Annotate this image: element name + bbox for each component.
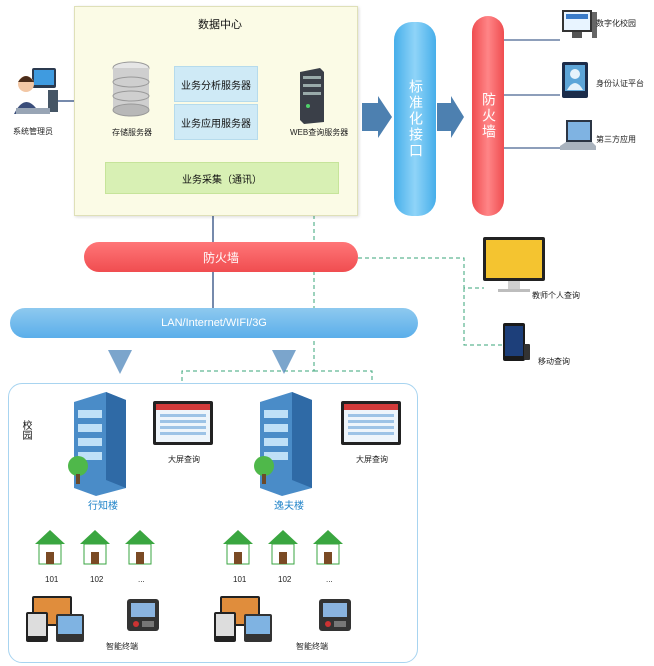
building-name: 逸夫楼 [274,501,304,512]
network-bar: LAN/Internet/WIFI/3G [10,308,418,338]
third-party-label: 第三方应用 [596,135,636,144]
classroom-house-icon [267,528,299,571]
analysis-service-box: 业务分析服务器 [174,66,258,102]
storage-server-label: 存储服务器 [112,128,152,137]
room-label: 102 [90,575,104,584]
smart-terminal-icon [214,596,274,649]
smart-terminal-device-icon [318,598,352,637]
big-screen-label: 大屏查询 [356,455,388,464]
teacher-monitor-icon [482,236,548,301]
big-screen-label: 大屏查询 [168,455,200,464]
business-collect-box: 业务采集（通讯） [105,162,339,194]
data-center-title: 数据中心 [198,19,242,31]
big-screen-icon [152,400,214,455]
firewall-vertical-pill: 防火墙 [472,16,504,216]
room-label: ... [326,575,333,584]
classroom-house-icon [79,528,111,571]
room-label: 102 [278,575,292,584]
classroom-house-icon [222,528,254,571]
room-label: 101 [45,575,59,584]
firewall-horizontal-bar: 防火墙 [84,242,358,272]
smart-terminal-label: 智能终端 [296,642,328,651]
big-screen-icon [340,400,402,455]
classroom-house-icon [34,528,66,571]
digital-campus-label: 数字化校园 [596,19,636,28]
building-name: 行知楼 [88,501,118,512]
admin-computer-icon [12,64,60,127]
smart-terminal-label: 智能终端 [106,642,138,651]
web-server-label: WEB查询服务器 [290,128,349,137]
admin-label: 系统管理员 [13,127,53,136]
classroom-house-icon [124,528,156,571]
mobile-query-label: 移动查询 [538,357,570,366]
classroom-house-icon [312,528,344,571]
storage-server-icon [110,60,152,123]
building-icon [66,388,134,503]
identity-platform-label: 身份认证平台 [596,79,644,88]
application-service-box: 业务应用服务器 [174,104,258,140]
mobile-device-icon [502,322,532,369]
smart-terminal-device-icon [126,598,160,637]
laptop-icon [558,116,598,161]
room-label: ... [138,575,145,584]
building-icon [252,388,320,503]
campus-label: 校园 [20,420,31,440]
web-server-icon [296,66,326,129]
teacher-query-label: 教师个人查询 [532,291,580,300]
digital-campus-icon [560,8,598,47]
identity-platform-icon [560,60,592,105]
room-label: 101 [233,575,247,584]
standard-interface-pill: 标准化接口 [394,22,436,216]
smart-terminal-icon [26,596,86,649]
